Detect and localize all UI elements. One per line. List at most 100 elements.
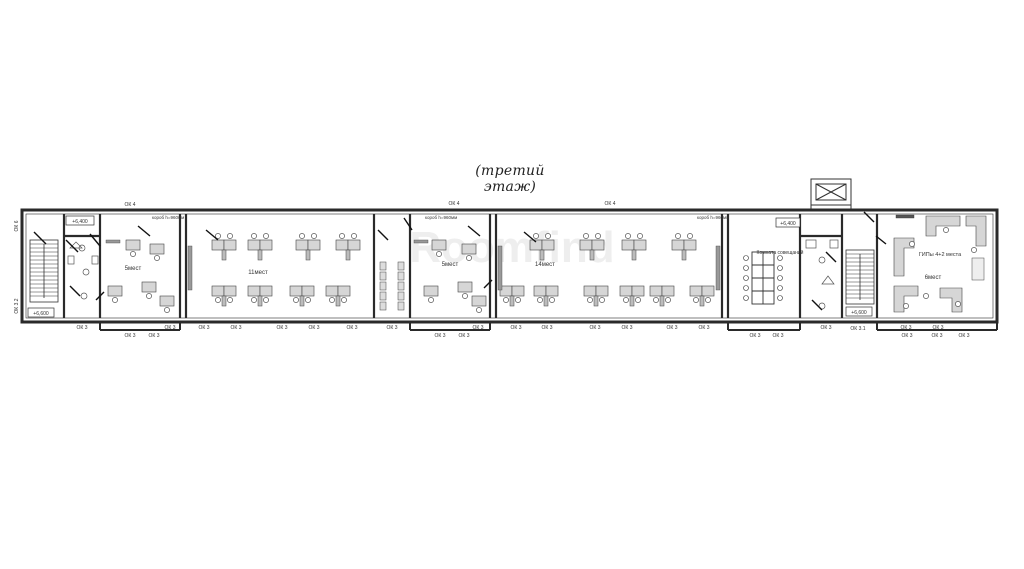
desk-return (589, 249, 595, 261)
chair (777, 265, 783, 271)
desk (965, 215, 987, 247)
level-mark: +6,400 (72, 219, 88, 225)
duct-label: короб h=960мм (152, 215, 184, 220)
chair (436, 251, 442, 257)
window-label: ОК 3 (149, 333, 160, 339)
duct-label: короб h=960мм (697, 215, 729, 220)
door-swings (33, 211, 887, 311)
locker (397, 271, 405, 281)
level-mark: +6,400 (780, 221, 796, 227)
desk (223, 239, 237, 251)
chair (537, 297, 543, 303)
room-label: ГИПы 4+2 места (919, 252, 962, 258)
door-swing (403, 217, 413, 231)
desk-return (257, 295, 263, 307)
locker (379, 301, 387, 311)
desk-pair (529, 233, 555, 261)
window-label: ОК 3 (387, 325, 398, 331)
chair (595, 233, 601, 239)
door-swing (467, 225, 481, 237)
chair (515, 297, 521, 303)
desk-pair (211, 233, 237, 261)
window-label: ОК 3.2 (14, 298, 20, 313)
desk-pair (499, 285, 525, 307)
desk (661, 285, 675, 297)
window-label: ОК 6 (14, 220, 20, 231)
window-label: ОК 3 (435, 333, 446, 339)
locker (397, 281, 405, 291)
door-swing (875, 235, 887, 245)
desk-pair (649, 285, 675, 307)
desk-pair (247, 285, 273, 307)
chair (263, 233, 269, 239)
desk-return (659, 295, 665, 307)
desk (649, 285, 663, 297)
locker (397, 261, 405, 271)
chair (112, 297, 118, 303)
window-label: ОК 3 (773, 333, 784, 339)
desk (295, 239, 309, 251)
window-label: ОК 3 (459, 333, 470, 339)
desk (107, 285, 123, 297)
window-label: ОК 3 (902, 333, 913, 339)
locker (397, 291, 405, 301)
chair (251, 297, 257, 303)
desk-pair (295, 233, 321, 261)
chair (599, 297, 605, 303)
level-mark-box (65, 215, 95, 226)
level-mark-box (775, 217, 801, 228)
room-label: 5мест (125, 266, 142, 272)
window-label: ОК 3 (959, 333, 970, 339)
desk (939, 287, 963, 313)
desk-return (305, 249, 311, 261)
window-label: ОК 3 (901, 325, 912, 331)
window-label: ОК 3 (231, 325, 242, 331)
door-swing (523, 231, 537, 243)
chair (955, 301, 961, 307)
door-swing (863, 211, 875, 223)
chair (777, 255, 783, 261)
desk (259, 239, 273, 251)
chair (305, 297, 311, 303)
desk-return (335, 295, 341, 307)
door-swing (137, 225, 151, 237)
floor-title: (третий этаж) (475, 163, 545, 195)
door-swing (95, 291, 105, 301)
desk (141, 281, 157, 299)
chair (923, 293, 929, 299)
window-label: ОК 4 (449, 201, 460, 207)
window-label: ОК 3 (77, 325, 88, 331)
chair (777, 275, 783, 281)
window-label: ОК 3 (821, 325, 832, 331)
desk (347, 239, 361, 251)
door-swing (483, 279, 493, 289)
chair (625, 233, 631, 239)
chair (299, 233, 305, 239)
chair (215, 233, 221, 239)
chair (637, 233, 643, 239)
desk (701, 285, 715, 297)
window-label: ОК 3 (590, 325, 601, 331)
desk (583, 285, 597, 297)
desk-return (257, 249, 263, 261)
cabinet (413, 239, 429, 244)
desk-return (509, 295, 515, 307)
desk (423, 285, 439, 297)
chair (146, 293, 152, 299)
desk (579, 239, 593, 251)
door-swing (377, 229, 389, 241)
desk (689, 285, 703, 297)
door-swing (811, 299, 823, 311)
roof-hatch (810, 178, 852, 210)
locker (379, 261, 387, 271)
locker (379, 291, 387, 301)
restroom-fixtures-right (805, 239, 839, 310)
chair (943, 227, 949, 233)
desk (301, 285, 315, 297)
chair (909, 241, 915, 247)
desk-pair (289, 285, 315, 307)
chair (154, 255, 160, 261)
chair (743, 275, 749, 281)
chair (341, 297, 347, 303)
